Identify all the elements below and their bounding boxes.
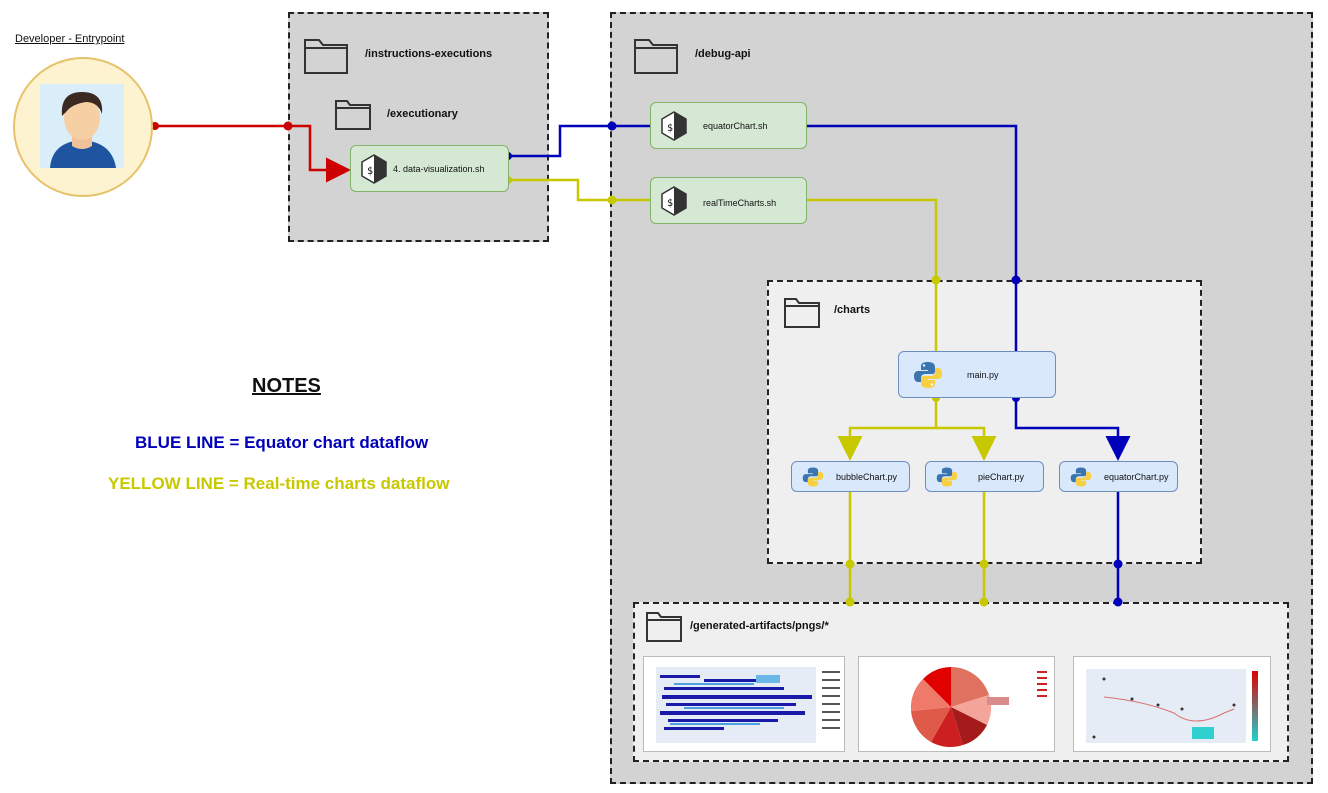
node-label: bubbleChart.py [836, 472, 898, 482]
group-label-debug-api: /debug-api [695, 48, 751, 60]
svg-text:$: $ [667, 123, 673, 134]
node-main-py[interactable]: main.py [898, 351, 1056, 398]
group-label-instructions: /instructions-executions [365, 48, 493, 60]
python-icon [936, 467, 958, 487]
folder-icon [634, 39, 678, 74]
entrypoint-title: Developer - Entrypoint [15, 33, 125, 45]
shell-script-icon: $ [661, 111, 687, 141]
note-blue-line: BLUE LINE = Equator chart dataflow [135, 433, 429, 452]
group-label-executionary: /executionary [387, 108, 458, 120]
equator-chart-thumbnail[interactable] [1073, 656, 1271, 752]
group-instructions-executions [288, 12, 549, 242]
group-label-charts: /charts [834, 304, 871, 316]
folder-icon [304, 39, 348, 74]
svg-text:$: $ [667, 198, 673, 209]
shell-script-icon: $ [661, 186, 687, 216]
svg-text:$: $ [367, 166, 373, 177]
python-icon [1070, 467, 1092, 487]
node-label: main.py [967, 370, 999, 380]
python-icon [802, 467, 824, 487]
node-label: realTimeCharts.sh [703, 198, 777, 208]
node-equatorchart-py[interactable]: equatorChart.py [1059, 461, 1178, 492]
notes-heading: NOTES [252, 375, 321, 397]
folder-icon [784, 298, 820, 328]
shell-script-icon: $ [361, 154, 387, 184]
node-label: pieChart.py [978, 472, 1025, 482]
python-icon [914, 362, 942, 388]
pie-chart-thumbnail[interactable] [858, 656, 1055, 752]
node-bubblechart-py[interactable]: bubbleChart.py [791, 461, 910, 492]
note-yellow-line: YELLOW LINE = Real-time charts dataflow [108, 474, 450, 493]
node-label: equatorChart.sh [703, 121, 768, 131]
user-avatar-icon [13, 57, 153, 197]
node-equatorchart-sh[interactable]: $ equatorChart.sh [650, 102, 807, 149]
node-realtimecharts-sh[interactable]: $ realTimeCharts.sh [650, 177, 807, 224]
node-label: equatorChart.py [1104, 472, 1169, 482]
group-label-artifacts: /generated-artifacts/pngs/* [690, 620, 829, 632]
node-piechart-py[interactable]: pieChart.py [925, 461, 1044, 492]
folder-icon [335, 100, 371, 130]
node-label: 4. data-visualization.sh [393, 164, 485, 174]
folder-icon [646, 612, 682, 642]
node-data-visualization-sh[interactable]: $ 4. data-visualization.sh [350, 145, 509, 192]
bubble-chart-thumbnail[interactable] [643, 656, 845, 752]
